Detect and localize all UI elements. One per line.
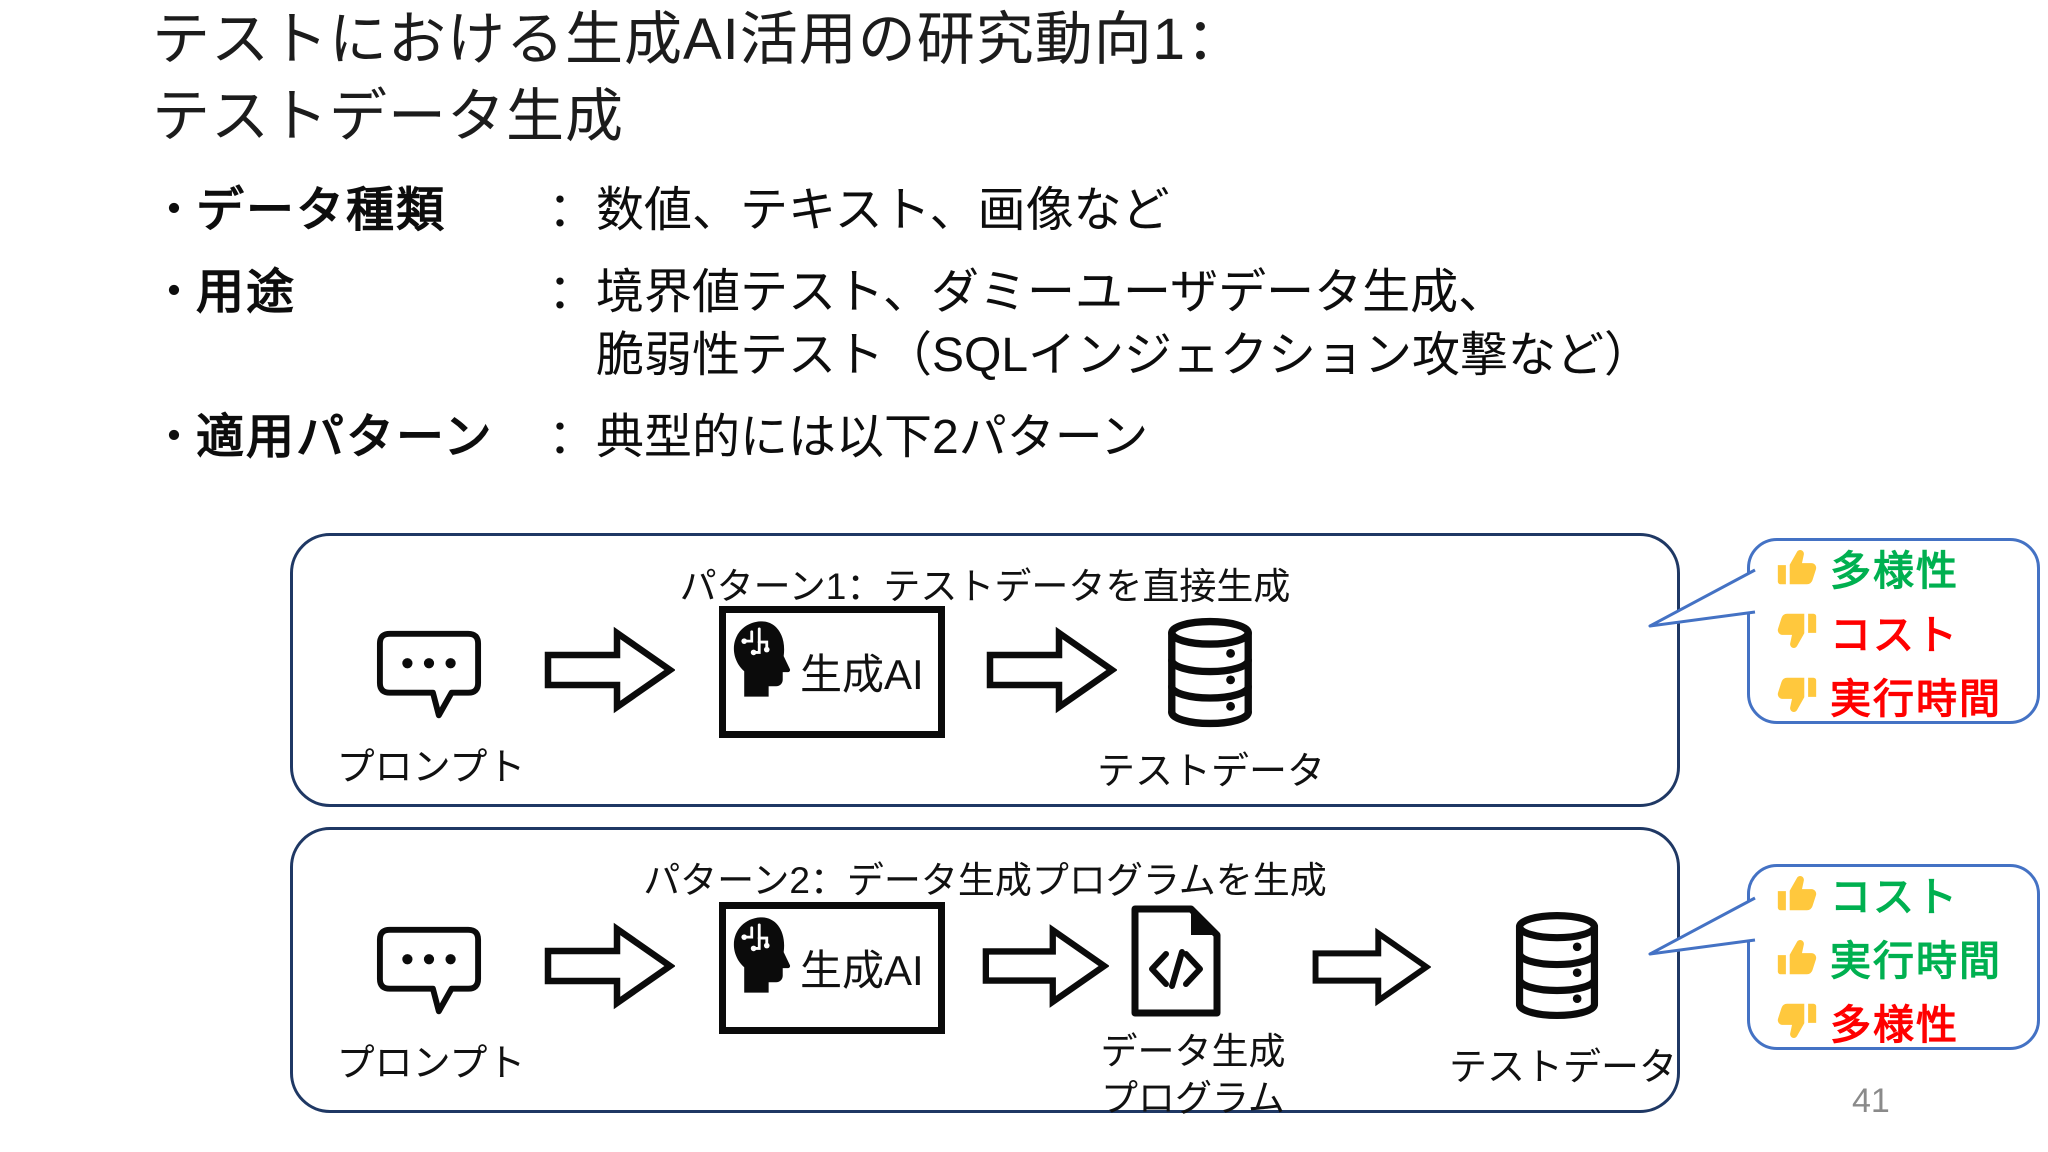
thumbs-up-icon [1774,934,1820,980]
database-icon [1509,910,1605,1022]
evaluation-line: 実行時間 [1774,927,2037,987]
bullet-item-purposes: ・ 用途 ：境界値テスト、ダミーユーザデータ生成、 脆弱性テスト（SQLインジェ… [150,262,1652,387]
thumbs-up-icon [1774,870,1820,916]
generative-ai-label: 生成AI [800,947,924,994]
bullet-colon: ： [548,411,597,465]
callout-tail [1648,896,1756,956]
arrow-right-icon [1311,922,1431,1012]
page-number: 41 [1852,1082,1890,1120]
prompt-speech-bubble-icon [375,924,483,1020]
bullet-content: ：数値、テキスト、画像など [548,180,1652,242]
evaluation-text: 実行時間 [1830,676,2002,722]
code-file-icon [1129,904,1223,1018]
bullet-label: 適用パターン [196,411,494,465]
bullet-text-line-2: 脆弱性テスト（SQLインジェクション攻撃など） [596,328,1653,382]
bullet-label: 用途 [196,266,297,320]
pattern1-evaluation-callout: 多様性 コスト 実行時間 [1747,538,2040,724]
thumbs-down-icon [1774,998,1820,1044]
arrow-right-icon [985,624,1117,716]
arrow-right-icon [543,920,675,1012]
program-label-line-1: データ生成 [1100,1031,1286,1072]
test-data-label: テストデータ [1096,751,1325,793]
evaluation-line: 多様性 [1774,991,2037,1051]
bullet-text-line: ：境界値テスト、ダミーユーザデータ生成、 [548,262,1652,324]
prompt-label: プロンプト [336,1043,526,1085]
evaluation-line: 多様性 [1774,537,2037,597]
generative-ai-label: 生成AI [800,651,924,698]
bullet-label: データ種類 [196,184,447,237]
program-label-line-2: プログラム [1101,1078,1285,1120]
ai-head-icon [732,619,794,699]
database-icon [1161,616,1259,730]
evaluation-text: 多様性 [1830,548,1959,594]
bullet-colon: ： [548,184,597,237]
pattern1-container: パターン1：テストデータを直接生成 プロンプト 生成AI テストデータ [290,533,1680,807]
pattern2-container: パターン2：データ生成プログラムを生成 プロンプト 生成AI データ生成 プログ… [290,827,1680,1119]
pattern2-title: パターン2：データ生成プログラムを生成 [643,860,1327,901]
pattern1-title: パターン1：テストデータを直接生成 [679,566,1291,607]
title-line-2: テストデータ生成 [152,83,625,149]
pattern2-evaluation-callout: コスト 実行時間 多様性 [1747,864,2040,1050]
prompt-speech-bubble-icon [375,628,483,724]
bullet-colon: ： [548,266,597,320]
bullet-marker: ・ [150,266,199,320]
generative-ai-box: 生成AI [719,606,945,738]
bullet-item-data-types: ・ データ種類 ：数値、テキスト、画像など [150,180,1652,242]
ai-head-icon [732,915,794,995]
bullet-marker: ・ [150,184,199,237]
page-title: テストにおける生成AI活用の研究動向1： テストデータ生成 [152,2,1245,155]
title-line-1: テストにおける生成AI活用の研究動向1： [152,7,1246,72]
generative-ai-box: 生成AI [719,902,945,1034]
evaluation-line: 実行時間 [1774,665,2037,725]
evaluation-text: コスト [1830,612,1959,658]
bullet-item-application-patterns: ・ 適用パターン ：典型的には以下2パターン [150,407,1652,469]
evaluation-text: 実行時間 [1830,938,2002,984]
callout-tail [1648,568,1756,628]
evaluation-line: コスト [1774,863,2037,923]
data-generation-program-label: データ生成 プログラム [1063,1028,1323,1123]
thumbs-up-icon [1774,544,1820,590]
bullet-marker: ・ [150,411,199,465]
thumbs-down-icon [1774,672,1820,718]
bullet-content: ：境界値テスト、ダミーユーザデータ生成、 脆弱性テスト（SQLインジェクション攻… [548,262,1652,387]
arrow-right-icon [981,920,1109,1012]
arrow-right-icon [543,624,675,716]
test-data-label: テストデータ [1448,1047,1677,1089]
bullet-content: ：典型的には以下2パターン [548,407,1652,469]
bullet-text: 境界値テスト、ダミーユーザデータ生成、 [596,266,1507,320]
bullet-text: 数値、テキスト、画像など [596,184,1170,237]
evaluation-line: コスト [1774,601,2037,661]
bullet-list: ・ データ種類 ：数値、テキスト、画像など ・ 用途 ：境界値テスト、ダミーユー… [150,180,1652,490]
prompt-label: プロンプト [336,747,526,789]
bullet-text: 典型的には以下2パターン [596,411,1149,465]
evaluation-text: 多様性 [1830,1002,1959,1048]
evaluation-text: コスト [1830,874,1959,920]
thumbs-down-icon [1774,608,1820,654]
